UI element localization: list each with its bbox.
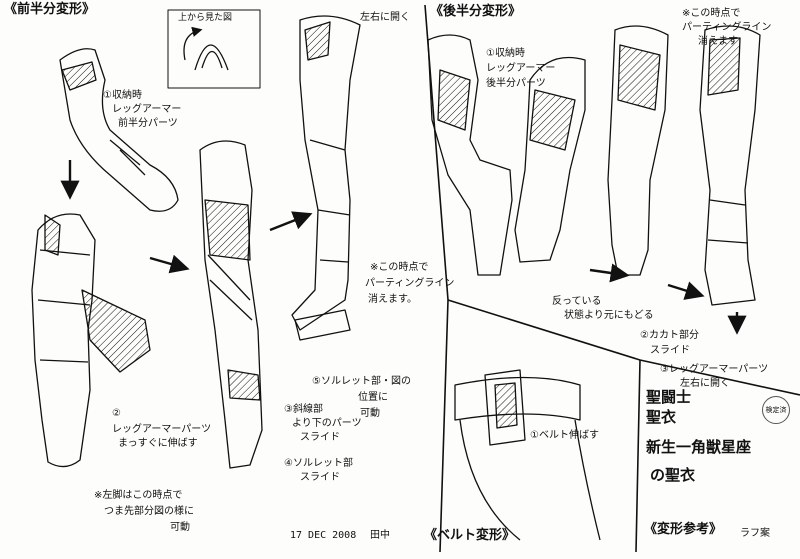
parting-note-2-line2: パーティングライン [682,22,772,33]
open-left-right-note: 左右に開く [360,12,410,23]
reference-title: 《変形参考》 [644,522,723,537]
front-step2-line2: レッグアーマーパーツ [112,424,212,435]
front-half-title: 《前半分変形》 [4,2,96,17]
front-step2-line1: ② [112,408,121,419]
signature: 田中 [370,530,390,541]
back-step2-leg [514,56,586,263]
front-step2-extended-leg [31,213,151,468]
back-step3-leg [607,25,669,276]
heel-line1: ②カカト部分 [640,330,699,341]
front-step4-deployed-leg [291,15,361,341]
top-view-box [167,9,261,89]
back-step1-armor [427,34,513,276]
front-step1-line1: ①収納時 [103,90,142,101]
step3-line3: スライド [300,432,340,443]
step3-line2: より下のパーツ [292,418,362,429]
back-step1-line1: ①収納時 [486,48,525,59]
step5-line1: ⑤ソルレット部・図の [312,376,411,387]
step4-line2: スライド [300,472,340,483]
front-step1-folded-armor [59,48,179,212]
parting-note-1-line3: 消えます。 [368,294,417,305]
parting-note-1-line2: パーティングライン [365,278,455,289]
parting-note-2-line3: 消えます [698,36,738,47]
step4-line1: ④ソルレット部 [284,458,353,469]
right-box-line4: の聖衣 [650,466,696,484]
step5-line3: 可動 [360,408,380,419]
step3-line1: ③斜線部 [284,404,323,415]
right-box-line2: 聖衣 [646,408,677,426]
reverse-note-line1: 反っている [552,296,602,307]
front-step3-leg [199,140,263,469]
belt-drawing [454,369,601,541]
front-step1-line2: レッグアーマー [112,104,182,115]
front-step2-line3: まっすぐに伸ばす [118,438,198,449]
top-view-rotate-arrow [183,26,203,61]
right-box-line1: 聖闘士 [646,388,692,406]
top-view-arc-inner [201,50,223,69]
arrow-right-back1 [589,263,630,283]
back-half-title: 《後半分変形》 [430,4,522,19]
back-step3-line2: 左右に開く [680,378,730,389]
back-step1-line2: レッグアーマー [486,63,556,74]
top-view-arc-outer [194,44,229,71]
front-step1-line3: 前半分パーツ [118,118,178,129]
belt-title: 《ベルト変形》 [424,528,516,543]
back-step1-line3: 後半分パーツ [486,78,546,89]
belt-step: ①ベルト伸ばす [530,430,599,441]
arrow-right-step2 [149,254,190,274]
arrow-right-step3 [269,211,313,232]
back-step3-line1: ③レッグアーマーパーツ [660,364,769,375]
right-box-line3: 新生一角獣星座 [646,438,752,456]
left-leg-note-line2: つま先部分図の様に [104,506,194,517]
parting-note-2-line1: ※この時点で [682,8,741,19]
arrow-right-back2 [667,281,705,300]
step5-line2: 位置に [358,392,388,403]
left-leg-note-line1: ※左脚はこの時点で [94,490,183,501]
stamp: 検定済 [762,396,790,424]
reverse-note-line2: 状態より元にもどる [564,310,654,321]
heel-line2: スライド [650,345,690,356]
parting-note-1-line1: ※この時点で [370,262,429,273]
top-view-caption: 上から見た図 [178,13,233,23]
left-leg-note-line3: 可動 [170,522,190,533]
date-label: 17 DEC 2008 [290,530,357,541]
divider-right-box [635,359,641,553]
back-step4-final-leg [699,25,761,306]
rough-draft-label: ラフ案 [740,528,770,539]
